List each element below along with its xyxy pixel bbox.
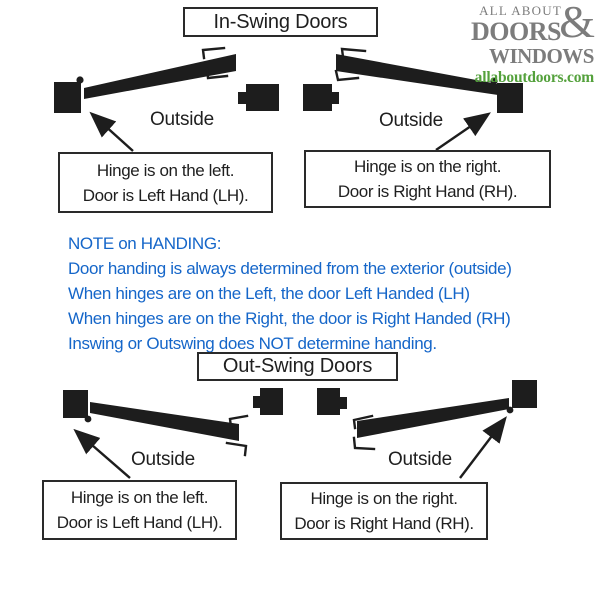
handing-note: NOTE on HANDING: Door handing is always … — [68, 231, 512, 356]
inswing-left-door-icon — [54, 46, 236, 113]
note-line: Inswing or Outswing does NOT determine h… — [68, 334, 437, 353]
outswing-strike-jambs-icon — [253, 388, 347, 415]
latch-mark-icon — [205, 67, 229, 80]
latch-mark-icon — [352, 436, 376, 451]
inswing-left-outside-label: Outside — [149, 109, 215, 130]
logo-ampersand: & — [559, 0, 595, 47]
hinge-pin-icon — [506, 406, 514, 414]
caption-line: Door is Right Hand (RH). — [294, 514, 474, 533]
latch-mark-icon — [228, 414, 249, 429]
latch-mark-icon — [334, 69, 360, 82]
inswing-left-arrow-icon — [89, 111, 134, 152]
caption-line: Hinge is on the right. — [353, 157, 502, 176]
hinge-pin-icon — [84, 415, 92, 423]
outswing-left-outside-label: Outside — [130, 449, 196, 470]
caption-line: Door is Right Hand (RH). — [337, 182, 518, 201]
outswing-title: Out-Swing Doors — [222, 355, 373, 377]
inswing-title-box: In-Swing Doors — [183, 7, 378, 37]
inswing-strike-jambs-icon — [238, 84, 339, 111]
inswing-left-caption-box: Hinge is on the left. Door is Left Hand … — [58, 152, 273, 213]
inswing-right-caption-box: Hinge is on the right. Door is Right Han… — [304, 150, 551, 208]
latch-mark-icon — [201, 46, 226, 60]
note-line: When hinges are on the Right, the door i… — [68, 309, 511, 328]
outswing-right-caption-box: Hinge is on the right. Door is Right Han… — [280, 482, 488, 540]
outswing-left-door-icon — [63, 390, 249, 457]
logo-line-windows: WINDOWS — [488, 44, 595, 68]
note-heading: NOTE on HANDING: — [68, 234, 222, 253]
outswing-left-caption-box: Hinge is on the left. Door is Left Hand … — [42, 480, 237, 540]
outswing-left-arrow-icon — [73, 428, 131, 479]
caption-line: Hinge is on the right. — [310, 489, 458, 508]
logo-line-all-about: ALL ABOUT — [479, 3, 562, 18]
outswing-right-outside-label: Outside — [387, 449, 453, 470]
latch-mark-icon — [225, 441, 248, 457]
inswing-title: In-Swing Doors — [213, 10, 348, 33]
inswing-right-door-icon — [334, 47, 523, 113]
note-line: When hinges are on the Left, the door Le… — [68, 284, 470, 303]
inswing-right-outside-label: Outside — [378, 110, 444, 131]
note-line: Door handing is always determined from t… — [68, 259, 512, 278]
logo-line-doors: DOORS — [471, 17, 561, 46]
caption-line: Door is Left Hand (LH). — [82, 185, 249, 205]
logo-website-link[interactable]: allaboutdoors.com — [474, 69, 595, 86]
latch-mark-icon — [340, 47, 367, 59]
brand-logo: ALL ABOUT DOORS & WINDOWS allaboutdoors.… — [460, 0, 595, 86]
inswing-right-arrow-icon — [435, 112, 491, 151]
latch-mark-icon — [352, 414, 374, 430]
caption-line: Hinge is on the left. — [70, 488, 209, 507]
caption-line: Door is Left Hand (LH). — [56, 513, 223, 532]
hinge-pin-icon — [76, 76, 84, 84]
hinge-pin-icon — [490, 77, 498, 85]
outswing-right-door-icon — [352, 380, 537, 451]
outswing-title-box: Out-Swing Doors — [197, 352, 398, 381]
outswing-right-arrow-icon — [459, 416, 507, 479]
caption-line: Hinge is on the left. — [96, 160, 235, 180]
